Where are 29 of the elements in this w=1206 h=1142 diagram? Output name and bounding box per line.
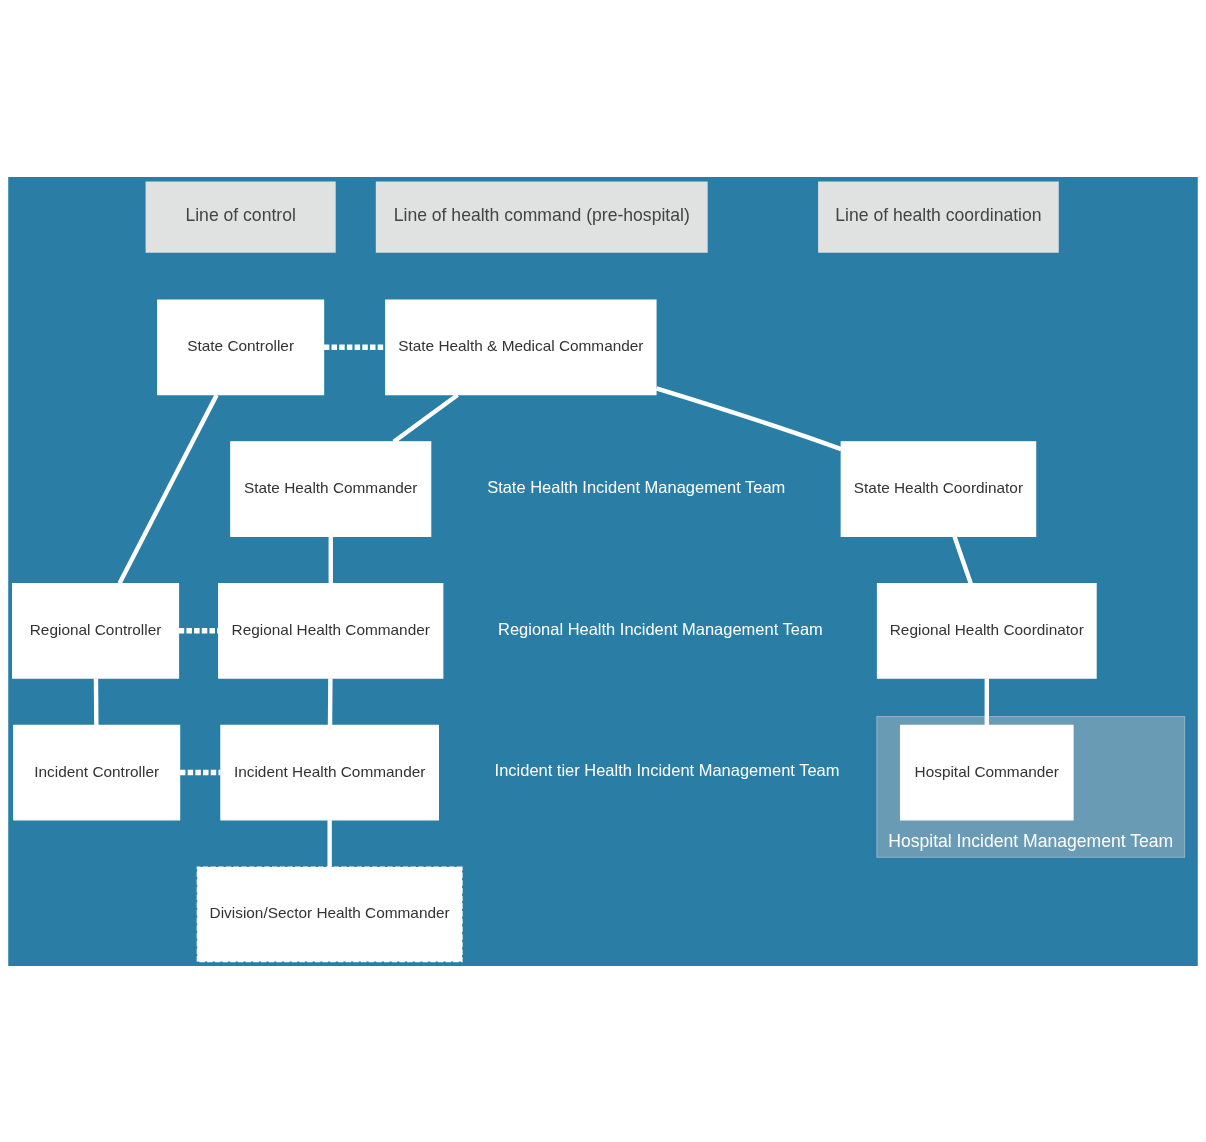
connector bbox=[117, 393, 219, 584]
node-box: Regional Health Commander bbox=[218, 582, 444, 679]
label: Line of health coordination bbox=[835, 204, 1042, 225]
connector bbox=[984, 677, 989, 725]
label: Incident tier Health Incident Management Team bbox=[494, 760, 840, 779]
label: Line of control bbox=[185, 204, 296, 225]
label: Regional Health Incident Management Team bbox=[498, 619, 823, 638]
node-box: State Controller bbox=[157, 299, 325, 395]
label: State Health Incident Management Team bbox=[487, 477, 786, 496]
connector bbox=[327, 677, 333, 725]
node-box: Incident Controller bbox=[13, 724, 181, 820]
connector bbox=[392, 392, 459, 443]
node-box: Regional Controller bbox=[12, 582, 180, 679]
node-box: Hospital Commander bbox=[899, 724, 1074, 820]
connector bbox=[179, 769, 221, 775]
connector bbox=[93, 677, 99, 725]
node-box: State Health & Medical Commander bbox=[385, 299, 657, 395]
connector bbox=[328, 536, 333, 583]
node-box: State Health Commander bbox=[230, 440, 432, 537]
node-box: Regional Health Coordinator bbox=[876, 582, 1097, 679]
node-box: Division/Sector Health Commander bbox=[196, 866, 463, 962]
node-box: State Health Coordinator bbox=[840, 440, 1037, 537]
connector bbox=[327, 819, 332, 867]
connector bbox=[655, 385, 842, 451]
label: Line of health command (pre-hospital) bbox=[393, 204, 690, 225]
connector bbox=[952, 535, 973, 584]
node-box: Incident Health Commander bbox=[220, 724, 439, 820]
connector bbox=[178, 627, 219, 634]
connector bbox=[323, 344, 386, 350]
